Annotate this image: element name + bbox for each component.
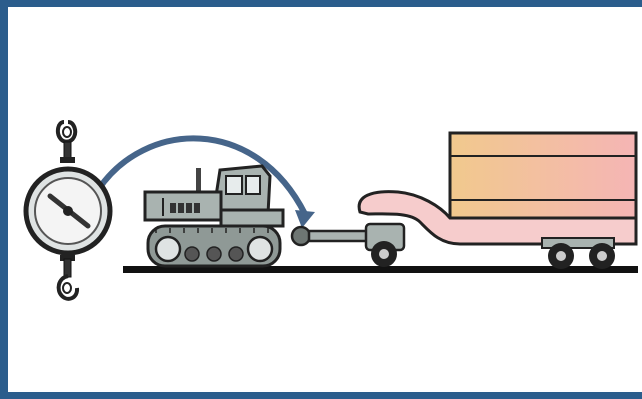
trailer-icon: [359, 133, 636, 269]
hitch-icon: [292, 227, 369, 245]
crawler-tractor-icon: [145, 166, 283, 266]
dynamometer-icon: [26, 122, 110, 299]
